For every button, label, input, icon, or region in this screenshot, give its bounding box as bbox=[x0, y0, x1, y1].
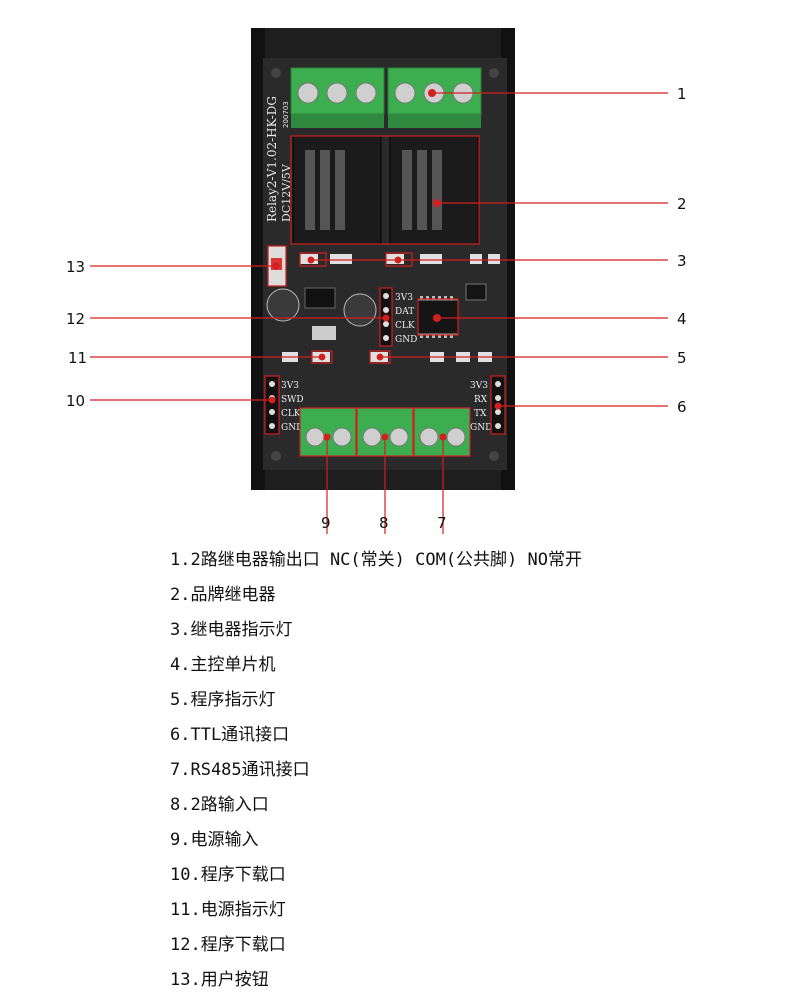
legend-item: 3.继电器指示灯 bbox=[170, 620, 293, 640]
mount-hole bbox=[271, 451, 281, 461]
svg-text:3V3: 3V3 bbox=[395, 293, 413, 303]
electrolytic-capacitor bbox=[266, 288, 300, 322]
callout-5: 5 bbox=[677, 349, 687, 367]
silkscreen-voltage: DC12V/5V bbox=[280, 163, 293, 222]
svg-text:3V3: 3V3 bbox=[470, 381, 488, 391]
header-swd: 3V3 SWD CLK GND bbox=[264, 375, 304, 435]
mount-hole bbox=[489, 451, 499, 461]
board-diagram: Relay2-V1.02-HK-DG DC12V/5V 200703 3V3 D… bbox=[66, 28, 687, 534]
legend-item: 7.RS485通讯接口 bbox=[170, 760, 310, 780]
callout-11: 11 bbox=[68, 349, 88, 367]
callout-10: 10 bbox=[66, 392, 86, 410]
svg-text:CLK: CLK bbox=[281, 409, 301, 419]
legend-item: 8.2路输入口 bbox=[170, 795, 269, 815]
callout-13: 13 bbox=[66, 258, 86, 276]
callout-12: 12 bbox=[66, 310, 86, 328]
callout-8: 8 bbox=[379, 514, 389, 532]
svg-text:GND: GND bbox=[470, 423, 492, 433]
legend-item: 2.品牌继电器 bbox=[170, 585, 276, 605]
relay-board-photo: Relay2-V1.02-HK-DG DC12V/5V 200703 3V3 D… bbox=[90, 28, 668, 534]
mount-hole bbox=[271, 68, 281, 78]
legend-item: 12.程序下载口 bbox=[170, 935, 286, 955]
callout-3: 3 bbox=[677, 252, 687, 270]
svg-text:CLK: CLK bbox=[395, 321, 415, 331]
legend-item: 5.程序指示灯 bbox=[170, 690, 276, 710]
svg-text:GND: GND bbox=[395, 335, 417, 345]
terminal-base bbox=[388, 114, 481, 128]
housing-rail-left bbox=[251, 28, 265, 490]
legend-item: 1.2路继电器输出口 NC(常关) COM(公共脚) NO常开 bbox=[170, 550, 582, 570]
leader-dots bbox=[268, 89, 502, 441]
legend-item: 4.主控单片机 bbox=[170, 655, 276, 675]
terminal-screws-bottom bbox=[305, 427, 466, 447]
regulator bbox=[304, 287, 336, 309]
electrolytic-capacitor bbox=[343, 293, 377, 327]
legend-list: 1.2路继电器输出口 NC(常关) COM(公共脚) NO常开 2.品牌继电器 … bbox=[170, 548, 582, 1003]
svg-text:TX: TX bbox=[474, 409, 487, 419]
callout-1: 1 bbox=[677, 85, 687, 103]
mcu-pins bbox=[420, 296, 453, 338]
svg-text:SWD: SWD bbox=[281, 395, 304, 405]
silkscreen-date: 200703 bbox=[282, 101, 290, 128]
legend-item: 6.TTL通讯接口 bbox=[170, 725, 290, 745]
leader-lines bbox=[90, 92, 668, 534]
mount-hole bbox=[489, 68, 499, 78]
relay-markings bbox=[305, 150, 442, 230]
svg-text:RX: RX bbox=[474, 395, 488, 405]
callout-6: 6 bbox=[677, 398, 687, 416]
callout-4: 4 bbox=[677, 310, 687, 328]
legend-item: 10.程序下载口 bbox=[170, 865, 286, 885]
callout-2: 2 bbox=[677, 195, 687, 213]
leader-highlight-boxes bbox=[264, 135, 506, 457]
callout-9: 9 bbox=[321, 514, 331, 532]
terminal-base bbox=[291, 114, 384, 128]
silkscreen-model: Relay2-V1.02-HK-DG bbox=[265, 96, 279, 222]
callout-7: 7 bbox=[437, 514, 447, 532]
legend-item: 11.电源指示灯 bbox=[170, 900, 286, 920]
svg-text:GND: GND bbox=[281, 423, 303, 433]
legend-item: 13.用户按钮 bbox=[170, 970, 269, 990]
svg-text:3V3: 3V3 bbox=[281, 381, 299, 391]
terminal-screws-top bbox=[297, 82, 474, 104]
svg-text:DAT: DAT bbox=[395, 307, 414, 317]
legend-item: 9.电源输入 bbox=[170, 830, 259, 850]
ic-small bbox=[465, 283, 487, 301]
crystal bbox=[312, 326, 336, 340]
